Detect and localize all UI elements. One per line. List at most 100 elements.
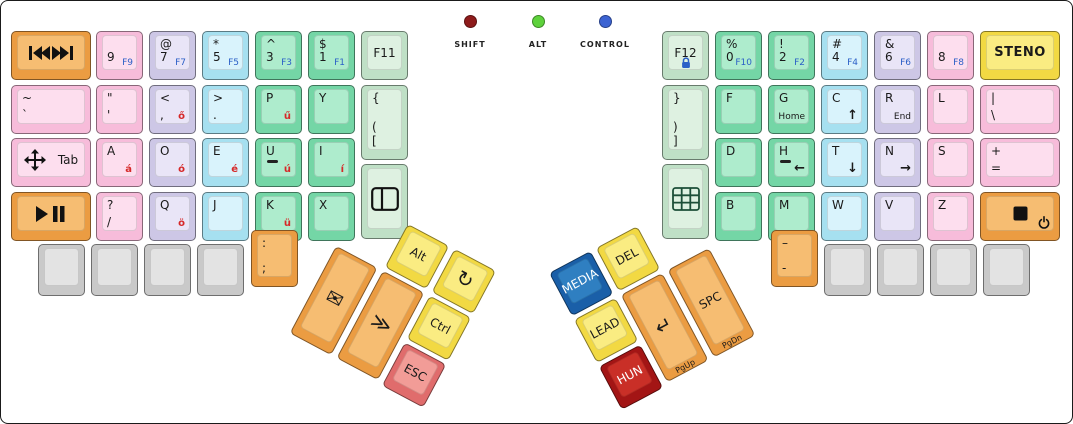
key-l-legend-tl: L bbox=[938, 91, 945, 105]
key-f11[interactable]: F11 bbox=[361, 31, 408, 80]
key-d[interactable]: D bbox=[715, 138, 762, 187]
key-r-sub-legend: End bbox=[893, 112, 911, 122]
key-4-legend-tl: # bbox=[832, 37, 843, 51]
key-blank-surface bbox=[150, 248, 185, 286]
key-media-prev-next[interactable] bbox=[11, 31, 91, 80]
key-dash[interactable]: –- bbox=[771, 230, 818, 287]
key-2-legend-ml: 2 bbox=[779, 50, 787, 64]
key-lead-surface: LEAD bbox=[581, 304, 629, 352]
key-tab[interactable]: Tab bbox=[11, 138, 91, 187]
key-stop[interactable] bbox=[980, 192, 1060, 241]
key-s[interactable]: S bbox=[927, 138, 974, 187]
key-blank[interactable] bbox=[930, 244, 977, 296]
key-c[interactable]: C↑ bbox=[821, 85, 868, 134]
key-f12[interactable]: F12 bbox=[662, 31, 709, 80]
key-j[interactable]: J bbox=[202, 192, 249, 241]
key-g-legend-tl: G bbox=[779, 91, 789, 105]
key-blank[interactable] bbox=[38, 244, 85, 296]
key-grid[interactable] bbox=[662, 164, 709, 239]
key-e-legend-tl: E bbox=[213, 144, 221, 158]
key-play-pause[interactable] bbox=[11, 192, 91, 241]
key-blank[interactable] bbox=[197, 244, 244, 296]
key-8-sub-legend: F8 bbox=[953, 58, 964, 68]
key-y[interactable]: Y bbox=[308, 85, 355, 134]
key-grave[interactable]: ~` bbox=[11, 85, 91, 134]
key-semicolon[interactable]: :; bbox=[251, 230, 298, 287]
key-f11-label: F11 bbox=[373, 45, 396, 60]
key-open-brackets[interactable]: {([ bbox=[361, 85, 408, 160]
key-x[interactable]: X bbox=[308, 192, 355, 241]
key-close-brackets-legend-ml: ) bbox=[673, 120, 678, 134]
key-comma[interactable]: <,ő bbox=[149, 85, 196, 134]
key-n[interactable]: N→ bbox=[874, 138, 921, 187]
key-w[interactable]: W bbox=[821, 192, 868, 241]
key-f11-center: F11 bbox=[368, 36, 401, 69]
key-pipe[interactable]: |\ bbox=[980, 85, 1060, 134]
key-hun-surface: HUN bbox=[605, 350, 654, 399]
prev-next-icon bbox=[29, 45, 73, 61]
key-grave-legend-bl: ` bbox=[22, 108, 28, 122]
key-esc-surface: ESC bbox=[391, 348, 440, 397]
key-steno[interactable]: STENO bbox=[980, 31, 1060, 80]
key-blank[interactable] bbox=[824, 244, 871, 296]
key-media-label: MEDIA bbox=[559, 265, 601, 297]
key-l[interactable]: L bbox=[927, 85, 974, 134]
key-v[interactable]: V bbox=[874, 192, 921, 241]
key-2-legend-tl: ! bbox=[779, 37, 784, 51]
key-quote[interactable]: "' bbox=[96, 85, 143, 134]
key-window[interactable] bbox=[361, 164, 408, 239]
key-window-surface bbox=[367, 168, 402, 229]
key-close-brackets[interactable]: })] bbox=[662, 85, 709, 160]
key-y-surface: Y bbox=[314, 89, 349, 124]
key-blank-surface bbox=[44, 248, 79, 286]
key-m-surface: M bbox=[774, 196, 809, 231]
key-plus[interactable]: += bbox=[980, 138, 1060, 187]
key-slash-legend-bl: / bbox=[107, 215, 112, 229]
key-blank-surface bbox=[936, 248, 971, 286]
key-pipe-surface: |\ bbox=[986, 89, 1054, 124]
key-1-sub-legend: F1 bbox=[334, 58, 345, 68]
key-t[interactable]: T↓ bbox=[821, 138, 868, 187]
key-blank[interactable] bbox=[144, 244, 191, 296]
key-p-legend-tl: P bbox=[266, 91, 274, 105]
key-9-sub-legend: F9 bbox=[122, 58, 133, 68]
key-close-brackets-surface: })] bbox=[668, 89, 703, 150]
key-h[interactable]: H← bbox=[768, 138, 815, 187]
key-f[interactable]: F bbox=[715, 85, 762, 134]
key-t-sub-legend: ↓ bbox=[847, 161, 858, 176]
key-media-prev-next-center bbox=[18, 36, 84, 69]
key-b[interactable]: B bbox=[715, 192, 762, 241]
key-z[interactable]: Z bbox=[927, 192, 974, 241]
key-period[interactable]: >. bbox=[202, 85, 249, 134]
key-grid-surface bbox=[668, 168, 703, 229]
key-blank[interactable] bbox=[877, 244, 924, 296]
key-blank[interactable] bbox=[983, 244, 1030, 296]
key-5-legend-tl: * bbox=[213, 37, 219, 51]
key-3-legend-ml: 3 bbox=[266, 50, 274, 64]
key-chevrons-label: ≫ bbox=[366, 307, 397, 339]
key-m-legend-tl: M bbox=[779, 198, 790, 212]
key-slash[interactable]: ?/ bbox=[96, 192, 143, 241]
key-blank[interactable] bbox=[91, 244, 138, 296]
